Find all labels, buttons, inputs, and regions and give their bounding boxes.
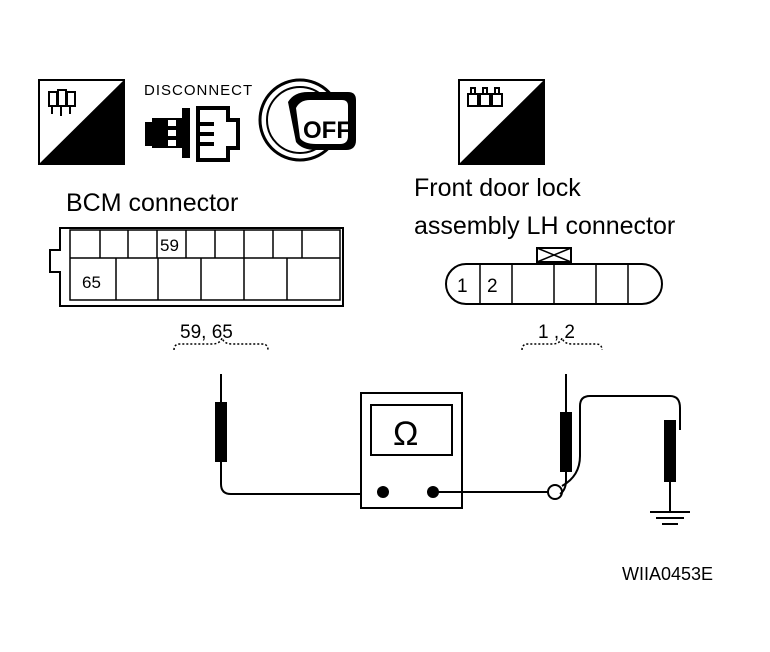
harness-connector-icon [48, 89, 76, 116]
ground-icon [650, 511, 690, 525]
harness-side-icon: H.S. [38, 79, 125, 165]
ignition-off-icon: OFF [258, 78, 356, 162]
door-lock-connector: Front door lock assembly LH connector 1 … [414, 174, 675, 305]
door-brace [521, 335, 603, 351]
meter-terminal-left [377, 486, 389, 498]
ohm-symbol-icon: Ω [393, 415, 418, 453]
bcm-brace [173, 335, 269, 351]
lead-junction [547, 484, 563, 500]
bcm-connector-title: BCM connector [66, 189, 238, 217]
door-pin-2: 2 [487, 276, 498, 297]
door-probe-label: 1 , 2 [538, 322, 575, 343]
connector-plug-icon [145, 106, 240, 162]
off-label: OFF [303, 117, 351, 144]
ground-test-probe [650, 420, 690, 525]
bcm-pin-65: 65 [82, 273, 101, 292]
left-test-probe [215, 374, 381, 495]
bcm-connector: 59 65 BCM connector [49, 189, 344, 307]
ts-label: T.S. [486, 138, 524, 163]
hs-label: H.S. [66, 138, 109, 163]
bcm-probe-label: 59, 65 [180, 322, 233, 343]
disconnect-label: DISCONNECT [144, 82, 253, 99]
door-connector-title-line1: Front door lock [414, 174, 581, 202]
door-pin-1: 1 [457, 276, 468, 297]
terminal-side-icon: T.S. [458, 79, 545, 165]
terminal-connector-icon [467, 87, 503, 107]
figure-code: WIIA0453E [622, 564, 713, 584]
disconnect-icon: DISCONNECT [144, 82, 253, 162]
middle-test-probe [559, 374, 681, 495]
bcm-pin-59: 59 [160, 236, 179, 255]
ohmmeter: Ω [360, 392, 463, 509]
door-connector-title-line2: assembly LH connector [414, 212, 675, 240]
